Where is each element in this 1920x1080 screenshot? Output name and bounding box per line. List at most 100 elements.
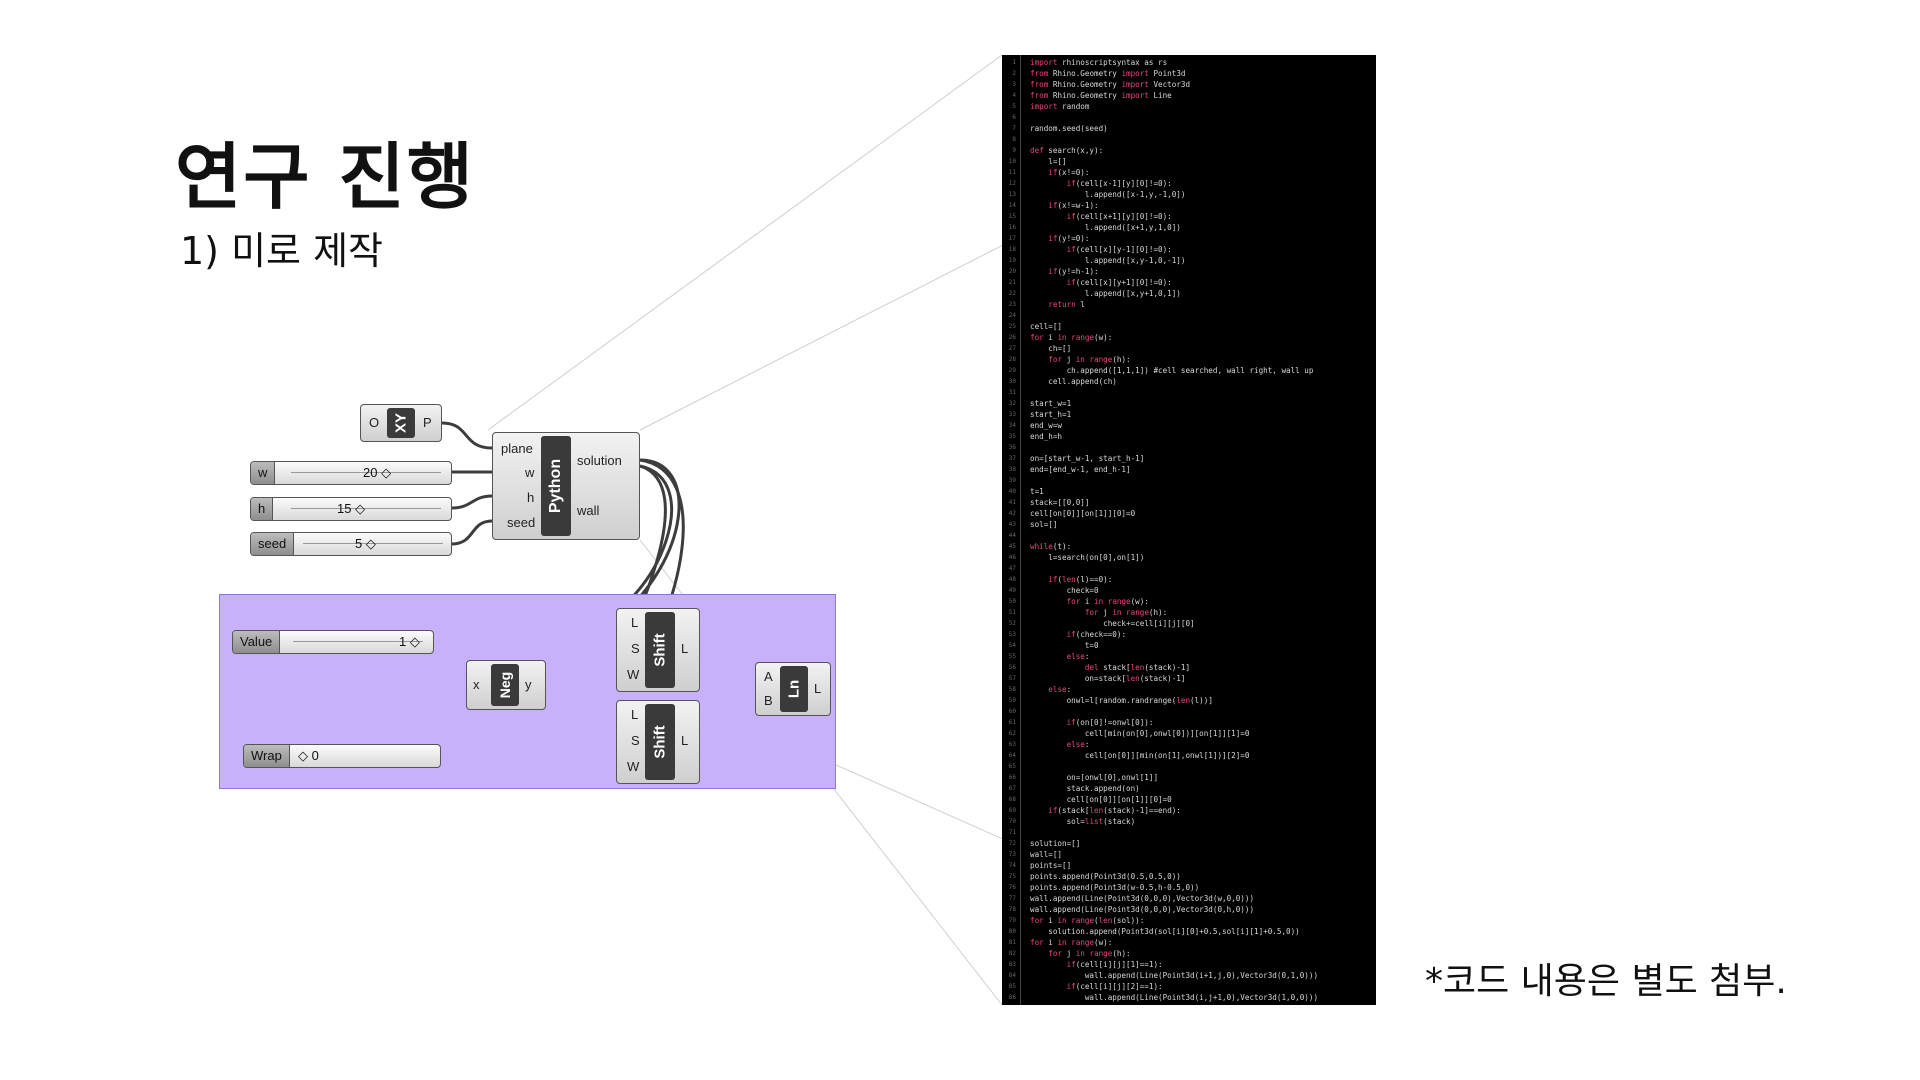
code-line-number: 55 [1008,653,1016,660]
shift1-input-l[interactable]: L [631,615,639,630]
shift2-input-l[interactable]: L [631,707,639,722]
code-line: t=1 [1030,487,1044,496]
code-line: else: [1048,685,1072,694]
h-slider-track[interactable] [291,508,441,509]
code-line: random.seed(seed) [1030,124,1108,133]
xy-output-p[interactable]: P [423,415,432,430]
shift-component-1[interactable]: L S W Shift L [616,608,700,692]
code-line-number: 2 [1012,70,1016,77]
code-line-number: 40 [1008,488,1016,495]
python-input-plane[interactable]: plane [501,441,533,456]
code-line-number: 18 [1008,246,1016,253]
neg-core: Neg [491,664,519,706]
code-line: if(len(l)==0): [1048,575,1113,584]
python-output-wall[interactable]: wall [577,503,600,518]
code-line-number: 58 [1008,686,1016,693]
code-line-number: 86 [1008,994,1016,1001]
code-line: import random [1030,102,1090,111]
shift-component-2[interactable]: L S W Shift L [616,700,700,784]
code-line: l=[] [1030,157,1067,166]
shift1-input-w[interactable]: W [627,667,640,682]
code-line-number: 27 [1008,345,1016,352]
code-line: l.append([x,y-1,0,-1]) [1030,256,1186,265]
python-input-seed[interactable]: seed [507,515,536,530]
neg-component[interactable]: x Neg y [466,660,546,710]
code-line: if(cell[x][y+1][0]!=0): [1066,278,1172,287]
seed-slider-value[interactable]: 5 ◇ [355,536,376,551]
code-line: points=[] [1030,861,1072,870]
value-slider-track[interactable] [293,641,423,642]
code-line-number: 11 [1008,169,1016,176]
ln-input-a[interactable]: A [764,669,773,684]
h-slider-value[interactable]: 15 ◇ [337,501,366,516]
code-line-number: 61 [1008,719,1016,726]
neg-input-x[interactable]: x [473,677,480,692]
code-line-number: 13 [1008,191,1016,198]
code-line: cell.append(ch) [1030,377,1117,386]
ln-input-b[interactable]: B [764,693,773,708]
wrap-toggle[interactable]: Wrap ◇ 0 [243,744,441,768]
code-line: t=0 [1030,641,1099,650]
w-slider-track[interactable] [291,472,441,473]
shift1-input-s[interactable]: S [631,641,640,656]
code-line: stack.append(on) [1030,784,1140,793]
h-slider-label: h [251,498,274,520]
code-line: l.append([x,y+1,0,1]) [1030,289,1181,298]
code-line: stack=[[0,0]] [1030,498,1090,507]
code-line: end_w=w [1030,421,1063,430]
code-line-number: 67 [1008,785,1016,792]
code-line-number: 65 [1008,763,1016,770]
code-line: end=[end_w-1, end_h-1] [1030,465,1131,474]
code-line: points.append(Point3d(w-0.5,h-0.5,0)) [1030,883,1200,892]
python-input-w[interactable]: w [525,465,535,480]
code-line-number: 42 [1008,510,1016,517]
wrap-toggle-value[interactable]: ◇ 0 [298,748,319,763]
code-line-number: 25 [1008,323,1016,330]
shift1-output-l[interactable]: L [681,641,689,656]
code-line-number: 21 [1008,279,1016,286]
w-slider-value[interactable]: 20 ◇ [363,465,392,480]
seed-slider[interactable]: seed 5 ◇ [250,532,452,556]
code-line: wall.append(Line(Point3d(i+1,j,0),Vector… [1030,971,1319,980]
neg-output-y[interactable]: y [525,677,532,692]
value-slider-value[interactable]: 1 ◇ [399,634,420,649]
code-line-number: 16 [1008,224,1016,231]
w-slider[interactable]: w 20 ◇ [250,461,452,485]
line-component[interactable]: A B Ln L [755,662,831,716]
code-line-number: 3 [1012,81,1016,88]
shift2-output-l[interactable]: L [681,733,689,748]
code-line-number: 78 [1008,906,1016,913]
code-line-number: 31 [1008,389,1016,396]
code-line-number: 63 [1008,741,1016,748]
code-line-number: 15 [1008,213,1016,220]
python-input-h[interactable]: h [527,490,535,505]
code-line: if(cell[i][j][1]==1): [1066,960,1163,969]
code-line: if(check==0): [1066,630,1127,639]
ln-output-l[interactable]: L [814,681,822,696]
seed-slider-track[interactable] [303,543,443,544]
code-line-number: 17 [1008,235,1016,242]
code-line: l=search(on[0],on[1]) [1030,553,1145,562]
code-line: else: [1066,740,1090,749]
code-line: if(x!=w-1): [1048,201,1099,210]
code-line-number: 43 [1008,521,1016,528]
value-slider[interactable]: Value 1 ◇ [232,630,434,654]
xy-input-o[interactable]: O [369,415,380,430]
python-output-solution[interactable]: solution [577,453,622,468]
python-component[interactable]: plane w h seed Python solution wall [492,432,640,540]
xy-plane-component[interactable]: O XY P [360,404,442,442]
code-line-number: 34 [1008,422,1016,429]
shift2-input-s[interactable]: S [631,733,640,748]
code-line: wall.append(Line(Point3d(0,0,0),Vector3d… [1030,894,1255,903]
shift2-input-w[interactable]: W [627,759,640,774]
code-line: from Rhino.Geometry import Line [1030,91,1172,100]
code-line-number: 39 [1008,477,1016,484]
code-line-number: 32 [1008,400,1016,407]
code-line-number: 26 [1008,334,1016,341]
h-slider[interactable]: h 15 ◇ [250,497,452,521]
code-line-number: 23 [1008,301,1016,308]
code-line: if(y!=h-1): [1048,267,1099,276]
code-line: wall=[] [1030,850,1063,859]
code-line-number: 71 [1008,829,1016,836]
